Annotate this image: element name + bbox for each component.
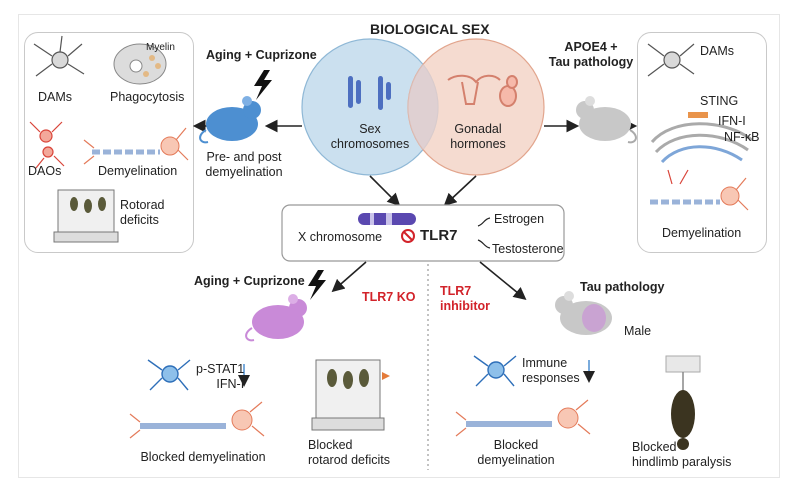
tau-pathology-label: Tau pathology bbox=[580, 280, 665, 294]
pstat1-label: p-STAT1 IFN-I bbox=[196, 362, 245, 391]
tlr7-label: TLR7 bbox=[420, 227, 458, 244]
tlr7-inhibitor-label: TLR7 inhibitor bbox=[440, 284, 490, 313]
rotarod-icon bbox=[53, 189, 119, 243]
myelin-label: Myelin bbox=[146, 42, 175, 53]
demyelination-neuron-icon bbox=[83, 127, 189, 165]
microglia-blue-icon bbox=[147, 359, 191, 391]
phagocytosis-label: Phagocytosis bbox=[110, 90, 185, 104]
right-panel bbox=[637, 32, 767, 253]
microglia-icon bbox=[33, 35, 85, 77]
demyelination-left-label: Demyelination bbox=[98, 164, 178, 178]
nfkb-label: NF-κB bbox=[724, 130, 760, 144]
blocked-rotarod-label: Blocked rotarod deficits bbox=[308, 438, 390, 467]
page-title: BIOLOGICAL SEX bbox=[370, 21, 490, 37]
inhibit-icon bbox=[401, 229, 415, 243]
estrogen-label: Estrogen bbox=[494, 212, 545, 226]
venn-right-label: Gonadal hormones bbox=[450, 122, 506, 151]
microglia-blue-icon-2 bbox=[473, 355, 517, 387]
bottom-left-header: Aging + Cuprizone bbox=[194, 274, 305, 288]
mouse-gray-icon bbox=[576, 96, 637, 144]
neuron-healthy-icon bbox=[129, 401, 265, 439]
rotorad-label: Rotorad deficits bbox=[120, 198, 165, 227]
x-chromosome-label: X chromosome bbox=[298, 230, 383, 244]
microglia-icon-right bbox=[647, 43, 695, 77]
blocked-hindlimb-label: Blocked hindlimb paralysis bbox=[632, 440, 732, 469]
dams-label: DAMs bbox=[38, 90, 73, 104]
dao-icon bbox=[29, 121, 65, 169]
lightning-icon bbox=[254, 70, 272, 100]
tlr7-box bbox=[281, 204, 565, 262]
blocked-demyelination-label: Blocked demyelination bbox=[140, 450, 266, 464]
left-header: Aging + Cuprizone bbox=[206, 48, 317, 62]
testosterone-label: Testosterone bbox=[492, 242, 564, 256]
immune-responses-label: Immune responses bbox=[522, 356, 580, 385]
phagocytosis-icon bbox=[113, 43, 167, 85]
mouse-male-icon bbox=[555, 291, 612, 335]
dams-right-label: DAMs bbox=[700, 44, 735, 58]
demyelination-neuron-icon-right bbox=[650, 169, 749, 211]
left-mouse-caption: Pre- and post demyelination bbox=[205, 150, 283, 179]
daos-label: DAOs bbox=[28, 164, 62, 178]
mouse-pink-icon bbox=[245, 294, 307, 342]
right-header: APOE4 + Tau pathology bbox=[548, 40, 634, 69]
ifn-label: IFN-I bbox=[718, 114, 746, 128]
mouse-blue-icon bbox=[199, 96, 261, 144]
hanging-mouse-icon bbox=[665, 355, 701, 450]
demyelination-right-label: Demyelination bbox=[662, 226, 742, 240]
chromosome-icon bbox=[348, 76, 391, 110]
sting-er-icon bbox=[650, 122, 753, 164]
blocked-demyelination-right-label: Blocked demyelination bbox=[477, 438, 555, 467]
male-label: Male bbox=[624, 324, 652, 338]
lightning-icon-2 bbox=[308, 270, 326, 300]
reproductive-organ-icon bbox=[447, 74, 518, 107]
neuron-healthy-icon-2 bbox=[455, 399, 591, 437]
venn-left-label: Sex chromosomes bbox=[330, 122, 410, 151]
rotarod-icon-2 bbox=[311, 359, 390, 431]
tlr7-ko-label: TLR7 KO bbox=[362, 290, 416, 304]
sting-label: STING bbox=[700, 94, 739, 108]
